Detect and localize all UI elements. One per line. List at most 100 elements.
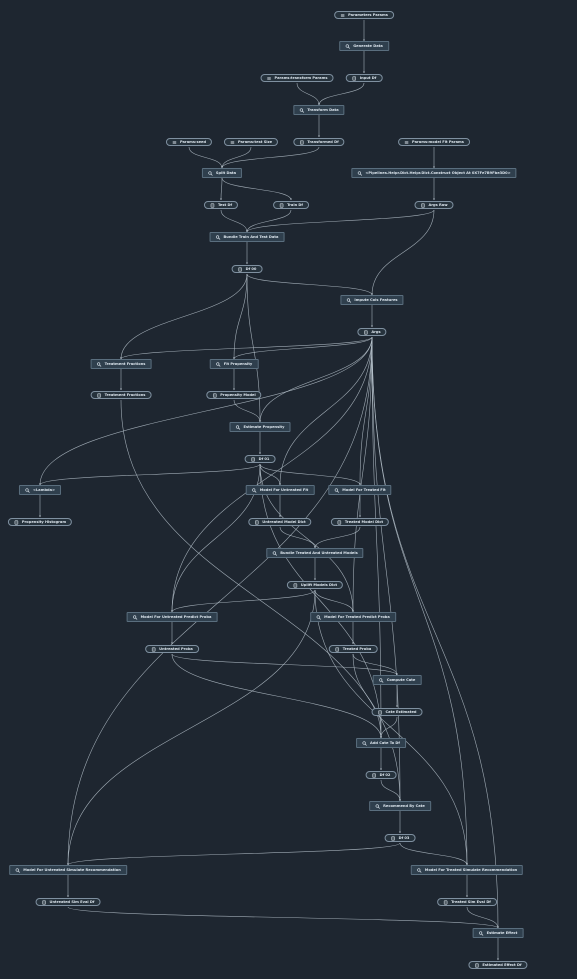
edge-treated-model-dict-to-bundle-models bbox=[314, 526, 361, 549]
node-cate-estimated[interactable]: Cate Estimated bbox=[371, 708, 423, 716]
param-icon bbox=[172, 140, 177, 145]
node-params-train-params[interactable]: Params:model Fit Params bbox=[398, 138, 470, 146]
node-untreated-sim-eval-df[interactable]: Untreated Sim Eval Df bbox=[35, 898, 101, 906]
node-model-treated-proba[interactable]: Model For Treated Predict Proba bbox=[310, 612, 396, 622]
node-model-untreated-fit[interactable]: Model For Untreated Fit bbox=[245, 485, 315, 495]
node-df-03[interactable]: Df 03 bbox=[384, 834, 416, 842]
node-label: Params:transform Params bbox=[274, 76, 328, 80]
node-label: Parameters Params bbox=[348, 13, 388, 17]
node-propensity-histogram[interactable]: Propensity Histogram bbox=[7, 518, 73, 526]
dataset-icon bbox=[363, 329, 368, 335]
node-train-df[interactable]: Train Df bbox=[273, 201, 309, 209]
edge-args-to-estimate-effect bbox=[371, 336, 499, 929]
node-transformed-df[interactable]: Transformed Df bbox=[293, 138, 345, 146]
node-transform-data[interactable]: Transform Data bbox=[293, 105, 345, 115]
edge-uplift-models-dict-to-model-untreated-sim bbox=[67, 589, 316, 866]
node-label: Model For Untreated Fit bbox=[259, 488, 309, 492]
gear-icon bbox=[15, 867, 20, 873]
node-df-02[interactable]: Df 02 bbox=[365, 771, 397, 779]
dataset-icon bbox=[42, 899, 47, 905]
edge-args-raw-to-impute-cols bbox=[371, 209, 435, 296]
node-fit-propensity[interactable]: Fit Propensity bbox=[209, 359, 259, 369]
node-args-raw[interactable]: Args Raw bbox=[414, 201, 454, 209]
node-label: Input Df bbox=[359, 76, 377, 80]
node-model-treated-sim[interactable]: Model For Treated Simulate Recommendatio… bbox=[410, 865, 524, 875]
node-treated-model-dict[interactable]: Treated Model Dict bbox=[330, 518, 390, 526]
node-label: Propensity Model bbox=[220, 393, 256, 397]
edge-df-00-to-treatment-fractions-task bbox=[120, 273, 248, 360]
edge-args-to-recommend-by-cate bbox=[371, 336, 401, 802]
node-label: Model For Treated Predict Proba bbox=[324, 615, 390, 619]
param-icon bbox=[404, 140, 409, 145]
node-estimate-propensity[interactable]: Estimate Propensity bbox=[229, 422, 291, 432]
edge-df-03-to-model-untreated-sim bbox=[67, 842, 401, 866]
node-impute-cols[interactable]: Impute Cols Features bbox=[340, 295, 404, 305]
param-icon bbox=[230, 140, 235, 145]
node-generate-data[interactable]: Generate Data bbox=[339, 41, 389, 51]
dataset-icon bbox=[335, 646, 340, 652]
gear-icon bbox=[417, 867, 422, 873]
node-bundle-models[interactable]: Bundle Treated And Untreated Models bbox=[266, 548, 364, 558]
edge-args-to-add-cate-to-df bbox=[371, 336, 382, 739]
node-params-test-size[interactable]: Params:test Size bbox=[223, 138, 279, 146]
node-test-df[interactable]: Test Df bbox=[203, 201, 239, 209]
node-treated-proba[interactable]: Treated Proba bbox=[328, 645, 378, 653]
node-label: Estimated Effect Df bbox=[482, 963, 522, 967]
dataset-icon bbox=[97, 392, 102, 398]
edge-split-data-to-train-df bbox=[221, 177, 292, 201]
node-compute-cate[interactable]: Compute Cate bbox=[372, 675, 422, 685]
edge-args-to-fit-propensity bbox=[233, 336, 373, 360]
node-label: Recommend By Cate bbox=[383, 804, 425, 808]
gear-icon bbox=[97, 361, 102, 367]
node-estimated-effect-df[interactable]: Estimated Effect Df bbox=[468, 961, 528, 969]
node-untreated-model-dict[interactable]: Untreated Model Dict bbox=[248, 518, 312, 526]
edge-untreated-proba-to-compute-cate bbox=[171, 653, 398, 676]
node-label: Args bbox=[371, 330, 381, 334]
node-treated-sim-eval-df[interactable]: Treated Sim Eval Df bbox=[437, 898, 497, 906]
node-model-untreated-proba[interactable]: Model For Untreated Predict Proba bbox=[126, 612, 218, 622]
edge-propensity-model-to-estimate-propensity bbox=[233, 399, 261, 423]
edge-args-to-model-untreated-sim bbox=[67, 336, 373, 866]
node-df-01[interactable]: Df 01 bbox=[244, 455, 276, 463]
node-args[interactable]: Args bbox=[357, 328, 387, 336]
edge-args-raw-to-bundle-train-test bbox=[246, 209, 435, 233]
dataset-icon bbox=[293, 582, 298, 588]
node-lambda[interactable]: <Lambda> bbox=[18, 485, 62, 495]
node-df-00[interactable]: Df 00 bbox=[231, 265, 263, 273]
edge-df-01-to-model-treated-fit bbox=[259, 463, 361, 486]
node-bundle-train-test[interactable]: Bundle Train And Test Data bbox=[209, 232, 285, 242]
node-estimate-effect[interactable]: Estimate Effect bbox=[472, 928, 524, 938]
node-label: Params:seed bbox=[179, 140, 207, 144]
node-input-df[interactable]: Input Df bbox=[345, 74, 383, 82]
node-recommend-by-cate[interactable]: Recommend By Cate bbox=[369, 801, 431, 811]
edge-args-to-model-untreated-proba bbox=[171, 336, 373, 613]
gear-icon bbox=[272, 550, 278, 556]
dataset-icon bbox=[391, 835, 396, 841]
node-label: Fit Propensity bbox=[223, 362, 253, 366]
node-uplift-models-dict[interactable]: Uplift Models Dict bbox=[286, 581, 344, 589]
node-model-untreated-sim[interactable]: Model For Untreated Simulate Recommendat… bbox=[9, 865, 127, 875]
edge-df-01-to-model-untreated-fit bbox=[259, 463, 281, 486]
node-model-treated-fit[interactable]: Model For Treated Fit bbox=[328, 485, 392, 495]
node-label: Treated Sim Eval Df bbox=[451, 900, 491, 904]
node-label: Model For Treated Fit bbox=[342, 488, 386, 492]
edge-params-seed-to-split-data bbox=[188, 146, 223, 169]
node-split-data[interactable]: Split Data bbox=[201, 168, 243, 178]
node-label: Model For Untreated Simulate Recommendat… bbox=[23, 868, 121, 872]
node-parameters-params[interactable]: Parameters Params bbox=[334, 11, 394, 19]
edge-input-df-to-transform-data bbox=[318, 82, 365, 106]
edge-params-test-size-to-split-data bbox=[221, 146, 252, 169]
node-label: Untreated Model Dict bbox=[262, 520, 306, 524]
node-treatment-fractions[interactable]: Treatment Fractions bbox=[90, 391, 152, 399]
node-pipelines-obj[interactable]: <Pipelines.Helpr.Dict.Helpr.Dict.Constru… bbox=[351, 168, 517, 178]
gear-icon bbox=[357, 170, 363, 176]
node-propensity-model[interactable]: Propensity Model bbox=[206, 391, 262, 399]
node-params-seed[interactable]: Params:seed bbox=[165, 138, 213, 146]
node-add-cate-to-df[interactable]: Add Cate To Df bbox=[356, 738, 406, 748]
node-untreated-proba[interactable]: Untreated Proba bbox=[145, 645, 199, 653]
gear-icon bbox=[379, 677, 384, 683]
gear-icon bbox=[25, 487, 30, 493]
node-label: Test Df bbox=[217, 203, 233, 207]
node-treatment-fractions-task[interactable]: Treatment Fractions bbox=[90, 359, 152, 369]
node-params-transform[interactable]: Params:transform Params bbox=[260, 74, 334, 82]
